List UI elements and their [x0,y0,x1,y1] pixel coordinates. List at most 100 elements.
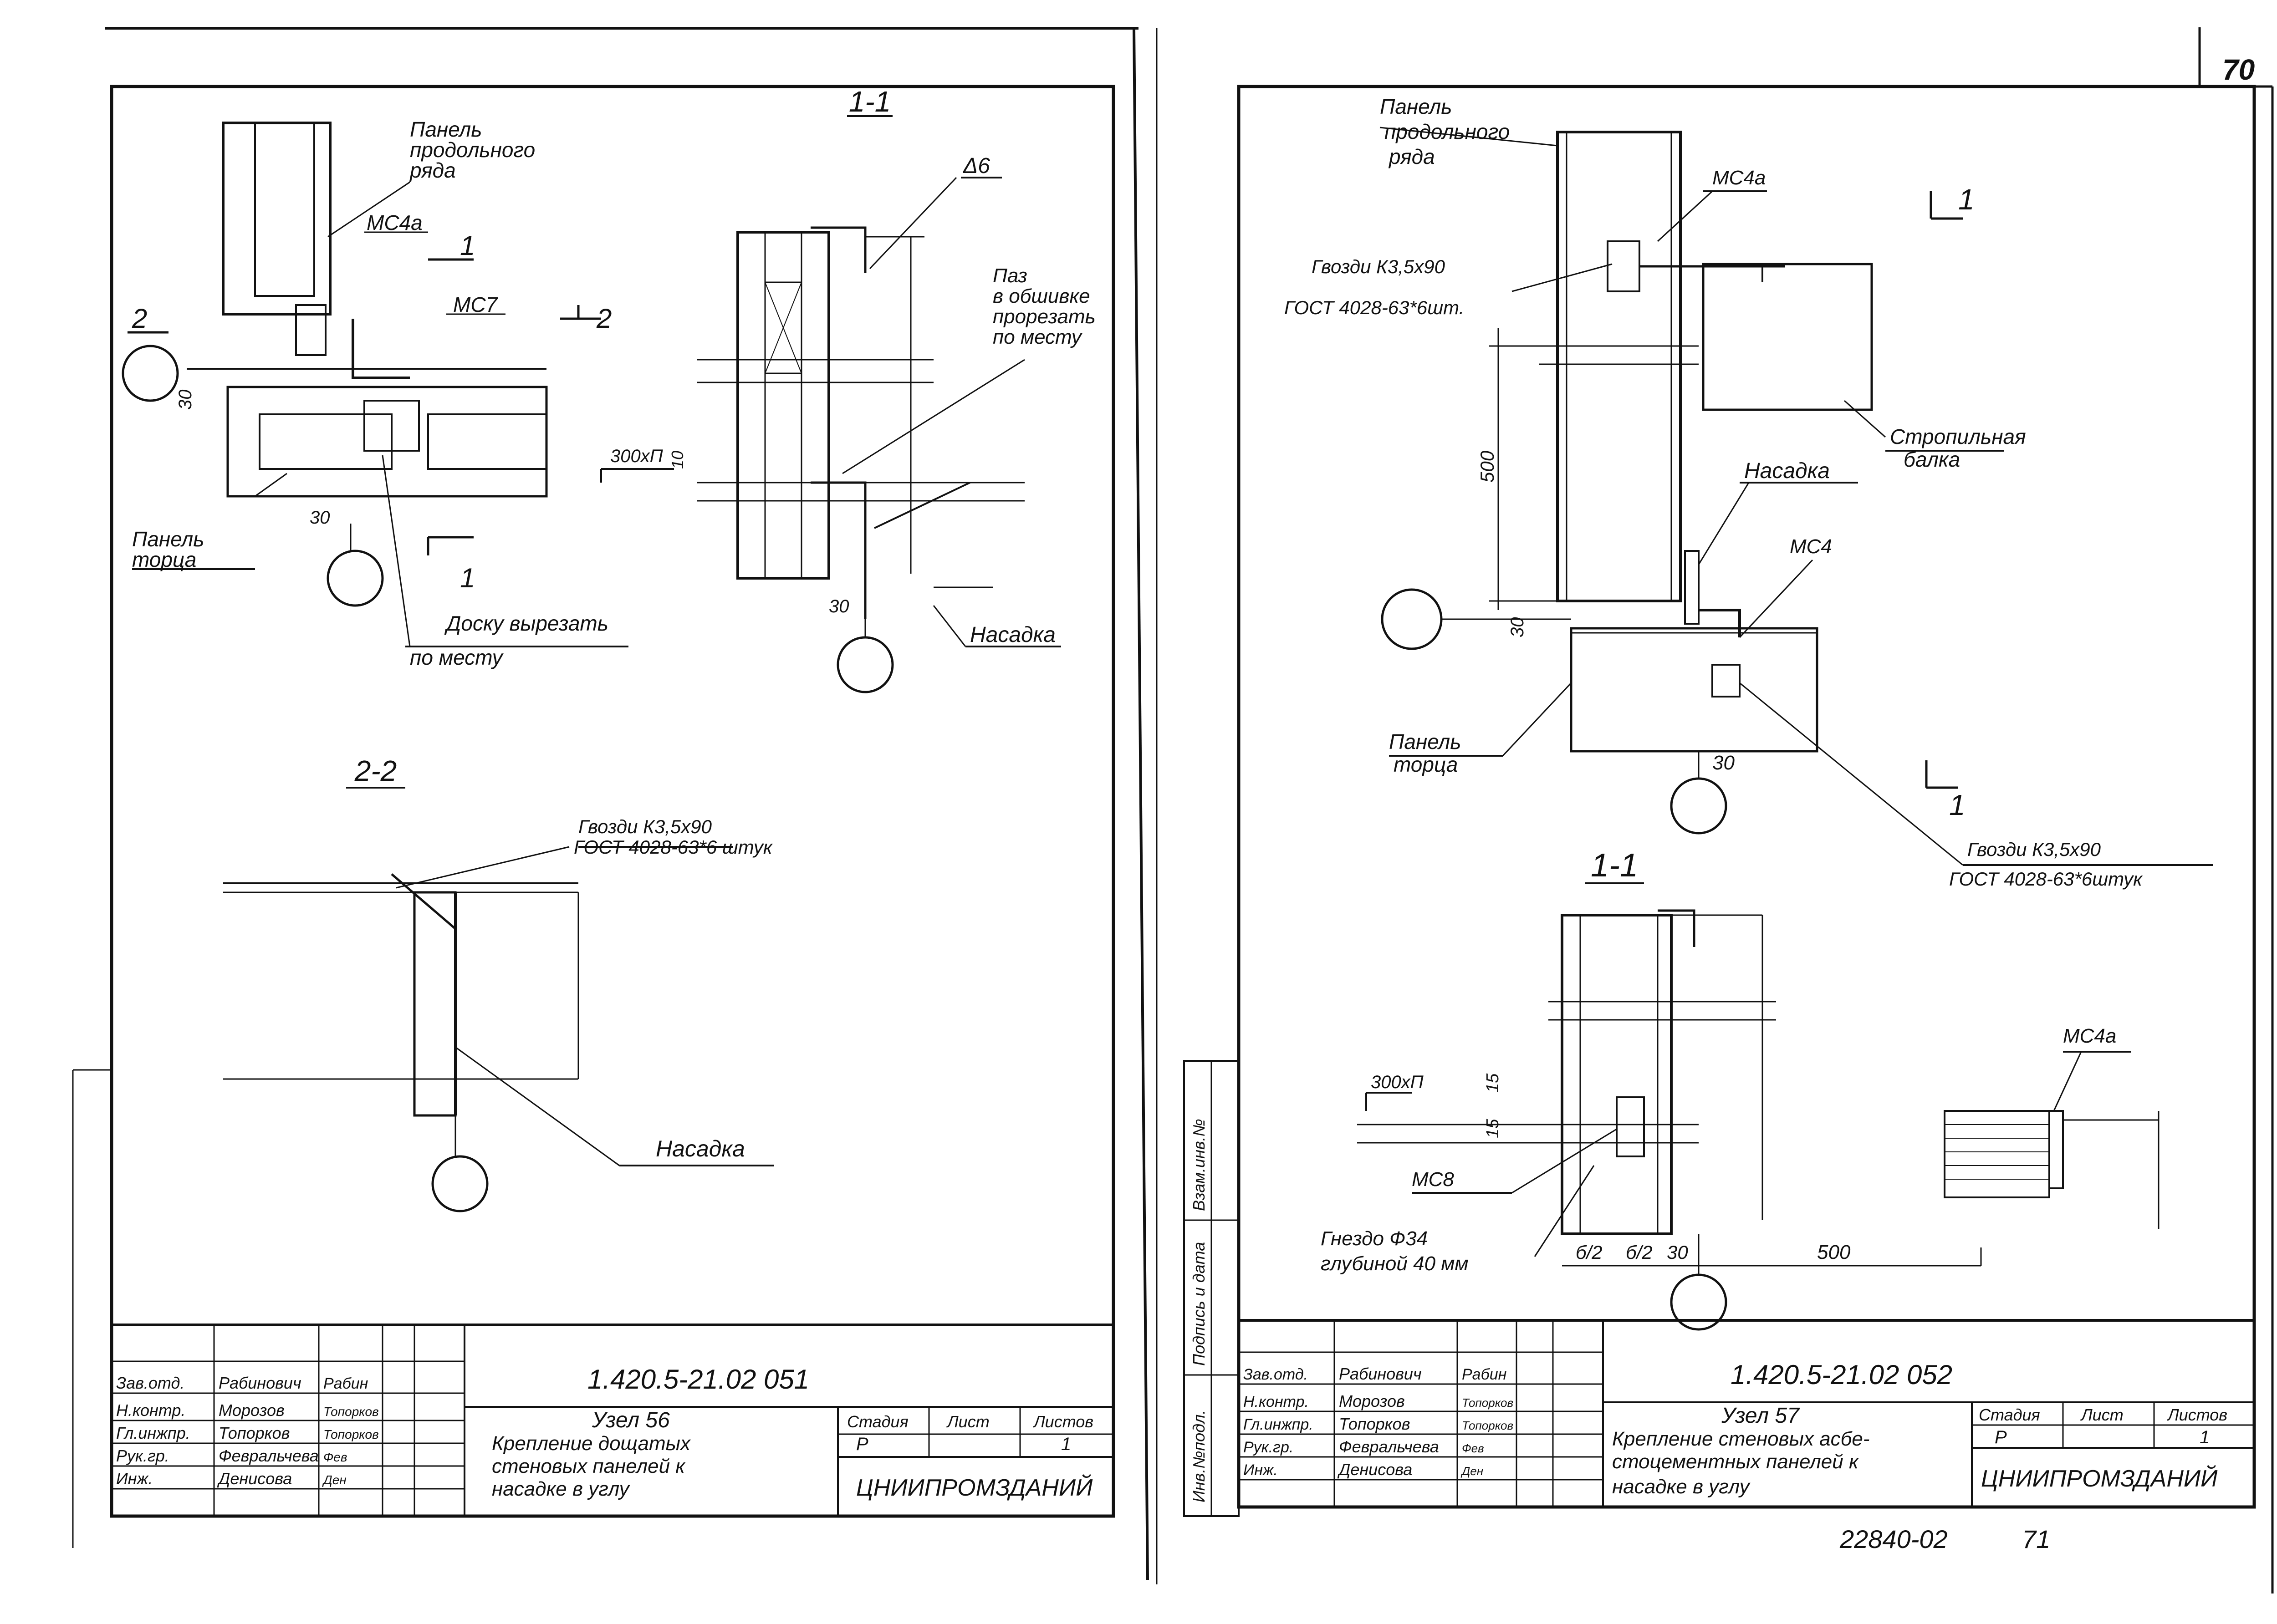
node-title: Узел 56 [592,1408,670,1432]
cut-marker-label: 1 [1958,183,1975,216]
panel-end-label: торца [1394,753,1458,776]
archive-number: 22840-02 [1839,1525,1948,1553]
left-title-block [110,1324,1115,1517]
left-plan-view [122,122,628,647]
role: Зав.отд. [116,1374,184,1392]
section-title: 2-2 [354,754,397,787]
dimension-label: б/2 [1576,1242,1603,1263]
mark-label: МС4а [2063,1025,2116,1047]
dimension-label: 30 [310,508,330,528]
dimension-label: 30 [1507,617,1527,638]
stage-value: Р [1995,1427,2007,1447]
stamp-field: Инв.№подл. [1190,1410,1208,1502]
stage-value: Р [856,1434,868,1454]
callout-circle [122,345,179,402]
step-label: 300хП [610,446,664,466]
mark-label: МС4а [367,211,423,234]
person-name: Денисова [217,1469,292,1488]
nasadka-label: Насадка [656,1136,745,1161]
stage-header: Стадия [1979,1405,2040,1424]
panel-end-label: Панель [132,527,204,551]
nails-label: Гвозди К3,5х90 [1312,256,1445,277]
sheet-header: Лист [946,1412,990,1431]
mark-label: МС4 [1790,535,1832,558]
mark-label: МС8 [1412,1168,1454,1191]
frames [72,27,2274,1593]
step-label: 300хП [1371,1072,1424,1092]
right-title-block-text: 1.420.5-21.02 052 Узел 57 Крепление стен… [1243,1359,2227,1498]
section-title: 1-1 [1591,847,1638,884]
dimension-label: б/2 [1626,1242,1653,1263]
socket-label: Гнездо Ф34 [1321,1227,1428,1250]
organization: ЦНИИПРОМЗДАНИЙ [856,1474,1093,1501]
right-elevation [1379,127,2213,866]
dimension-label: 500 [1817,1241,1851,1263]
dimension-label: 15 [1483,1119,1502,1138]
dimension-label: 30 [1712,752,1735,774]
callout-circle [327,550,384,607]
role: Рук.гр. [116,1446,169,1465]
panel-end-label: Панель [1389,730,1461,753]
node-title: насадке в углу [1612,1476,1751,1498]
drawing-code: 1.420.5-21.02 052 [1731,1359,1952,1390]
node-title: стеновых панелей к [492,1455,686,1477]
nasadka-label: Насадка [970,623,1056,647]
node-title: Крепление дощатых [492,1432,691,1455]
person-name: Топорков [219,1424,290,1442]
section-title: 1-1 [849,85,891,118]
role: Рук.гр. [1243,1439,1293,1456]
groove-label: Паз [993,265,1027,287]
signature: Фев [323,1450,347,1464]
sheet-header: Лист [2080,1405,2124,1424]
cut-marker-label: 1 [460,230,475,261]
nails-label: Гвозди К3,5х90 [578,816,712,837]
left-title-block-text: 1.420.5-21.02 051 Узел 56 Крепление доща… [116,1364,1093,1501]
groove-label: по месту [993,326,1083,348]
panel-longitudinal-label: продольного [410,138,535,162]
groove-label: в обшивке [993,285,1090,307]
stamp-field: Взам.инв.№ [1190,1119,1208,1211]
panel-longitudinal-label: ряда [1388,145,1435,168]
mark-label: МС7 [453,293,498,316]
person-name: Февральчева [1339,1437,1439,1456]
left-plan-labels: Панель продольного ряда МС4а МС7 1 1 2 2… [132,117,612,669]
person-name: Морозов [219,1401,285,1420]
node-title: Узел 57 [1721,1404,1800,1428]
dimension-label: 30 [1667,1242,1688,1263]
cut-marker-label: 2 [596,303,612,334]
beam-label: Стропильная [1890,425,2026,448]
right-elevation-labels: Панель продольного ряда МС4а 1 Гвозди К3… [1284,95,2143,890]
person-name: Топорков [1339,1415,1410,1433]
corner-page-number: 70 [2222,53,2255,86]
beam-label: балка [1904,448,1960,471]
dimension-label: 30 [829,596,849,616]
sheets-value: 1 [2200,1427,2210,1447]
cut-marker-label: 2 [132,303,147,334]
organization: ЦНИИПРОМЗДАНИЙ [1981,1465,2218,1492]
panel-longitudinal-label: ряда [409,158,456,182]
person-name: Февральчева [219,1446,319,1465]
board-cut-label: по месту [410,646,504,669]
role: Инж. [116,1469,153,1488]
left-section-1-1 [600,115,1061,693]
left-section-2-2 [223,787,774,1212]
panel-longitudinal-label: Панель [410,117,482,141]
archive-page-number: 71 [2022,1525,2050,1553]
drawing-code: 1.420.5-21.02 051 [587,1364,809,1395]
stage-header: Стадия [847,1412,909,1431]
dimension-label: 10 [668,451,687,469]
sheets-header: Листов [1033,1412,1093,1431]
signature: Рабин [1462,1366,1507,1383]
panel-longitudinal-label: продольного [1384,120,1510,143]
right-title-block [1237,1319,2256,1508]
role: Гл.инжпр. [1243,1416,1313,1433]
person-name: Денисова [1337,1460,1412,1479]
panel-end-label: торца [132,548,196,571]
dimension-label: 15 [1483,1073,1502,1093]
person-name: Рабинович [219,1374,301,1392]
signature: Топорков [323,1405,379,1419]
signature: Топорков [323,1427,379,1441]
left-section-labels: 1-1 Δ6 Паз в обшивке прорезать по месту … [610,85,1096,647]
signature: Ден [1460,1464,1483,1478]
